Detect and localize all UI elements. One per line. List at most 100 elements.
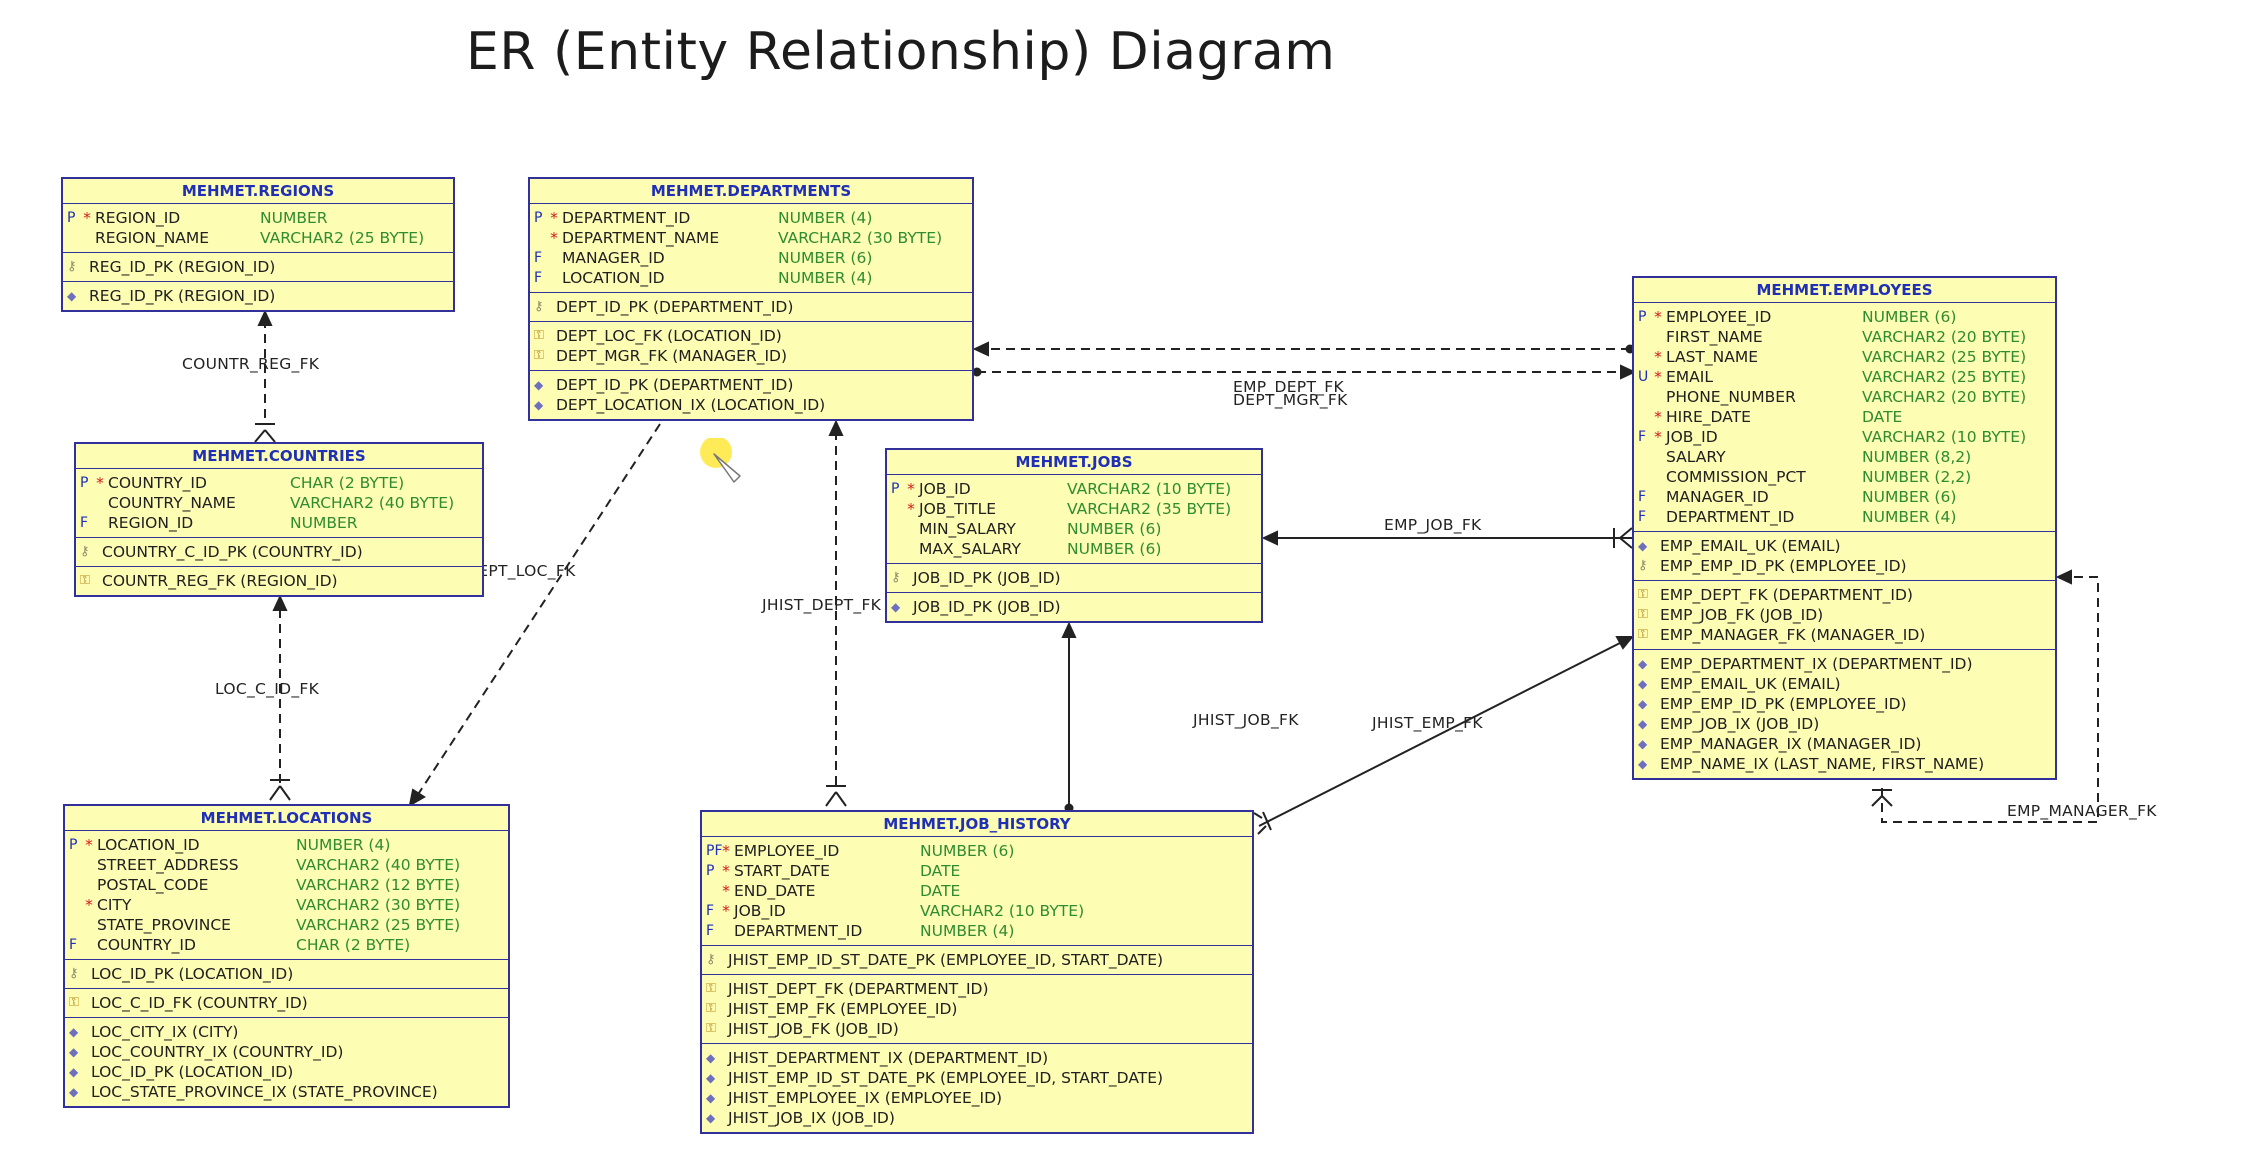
column-type: NUMBER (6) (1862, 488, 1957, 506)
fk-text: JHIST_EMP_FK (EMPLOYEE_ID) (728, 1000, 958, 1018)
column-type: VARCHAR2 (10 BYTE) (1067, 480, 1232, 498)
fk-section: ⚿COUNTR_REG_FK (REGION_ID) (76, 567, 482, 595)
index-text: EMP_MANAGER_IX (MANAGER_ID) (1660, 735, 1922, 753)
column-type: VARCHAR2 (40 BYTE) (296, 856, 461, 874)
column-flag: P (706, 863, 715, 879)
column-flag (887, 519, 903, 539)
jhist-emp-fk-line (1258, 642, 1621, 827)
column-flag: U (1638, 369, 1649, 385)
pk-section: ⚷JOB_ID_PK (JOB_ID) (887, 564, 1261, 593)
column-flag: F (80, 515, 89, 531)
pk-row: ⚷EMP_EMP_ID_PK (EMPLOYEE_ID) (1634, 556, 2055, 576)
fk-row: ⚿JHIST_EMP_FK (EMPLOYEE_ID) (702, 999, 1252, 1019)
column-flag (65, 855, 81, 875)
column-name: PHONE_NUMBER (1666, 388, 1796, 406)
foreign-key-icon: ⚿ (1638, 587, 1648, 602)
index-section: ◆LOC_CITY_IX (CITY) ◆LOC_COUNTRY_IX (COU… (65, 1018, 508, 1106)
index-text: JHIST_EMPLOYEE_IX (EMPLOYEE_ID) (728, 1089, 1003, 1107)
rel-label-dept-loc-fk: DEPT_LOC_FK (466, 562, 576, 580)
column-name: START_DATE (734, 862, 830, 880)
column-flag (1634, 347, 1650, 367)
index-diamond-icon: ◆ (891, 600, 901, 614)
pk-text: COUNTRY_C_ID_PK (COUNTRY_ID) (102, 543, 363, 561)
jhist-dept-fk-crowfoot-left (825, 791, 837, 807)
column-name: DEPARTMENT_ID (734, 922, 863, 940)
entity-header: MEHMET.COUNTRIES (76, 444, 482, 469)
entity-header: MEHMET.JOBS (887, 450, 1261, 475)
fk-row: ⚿EMP_JOB_FK (JOB_ID) (1634, 605, 2055, 625)
column-name: POSTAL_CODE (97, 876, 209, 894)
column-type: VARCHAR2 (25 BYTE) (1862, 368, 2027, 386)
column-type: VARCHAR2 (30 BYTE) (296, 896, 461, 914)
index-text: EMP_EMP_ID_PK (EMPLOYEE_ID) (1660, 695, 1907, 713)
loc-c-id-fk-arrow (272, 594, 288, 611)
index-text: EMP_NAME_IX (LAST_NAME, FIRST_NAME) (1660, 755, 1985, 773)
index-row: ◆LOC_CITY_IX (CITY) (65, 1022, 508, 1042)
index-row: ◆JHIST_EMP_ID_ST_DATE_PK (EMPLOYEE_ID, S… (702, 1068, 1252, 1088)
column-type: NUMBER (290, 514, 358, 532)
index-diamond-icon: ◆ (706, 1051, 716, 1065)
column-type: CHAR (2 BYTE) (290, 474, 405, 492)
required-marker (718, 921, 734, 941)
required-marker (1650, 487, 1666, 507)
column-name: MANAGER_ID (562, 249, 665, 267)
index-row: ◆DEPT_ID_PK (DEPARTMENT_ID) (530, 375, 972, 395)
emp-dept-fk-arrow (972, 341, 989, 357)
pk-section: ⚷ COUNTRY_C_ID_PK (COUNTRY_ID) (76, 538, 482, 567)
pk-row: ⚷REG_ID_PK (REGION_ID) (63, 257, 453, 277)
column-flag: F (534, 270, 543, 286)
required-marker (1650, 447, 1666, 467)
index-text: LOC_ID_PK (LOCATION_ID) (91, 1063, 294, 1081)
column-name: EMPLOYEE_ID (734, 842, 840, 860)
fk-text: JHIST_JOB_FK (JOB_ID) (728, 1020, 899, 1038)
column-flag: P (67, 210, 76, 226)
index-section: ◆REG_ID_PK (REGION_ID) (63, 282, 453, 310)
key-icon: ⚷ (80, 544, 90, 559)
column-flag (65, 875, 81, 895)
key-icon: ⚷ (891, 570, 901, 585)
column-flag (1634, 327, 1650, 347)
index-section: ◆JHIST_DEPARTMENT_IX (DEPARTMENT_ID) ◆JH… (702, 1044, 1252, 1132)
column-type: NUMBER (6) (1862, 308, 1957, 326)
entity-header: MEHMET.JOB_HISTORY (702, 812, 1252, 837)
column-flag (1634, 447, 1650, 467)
index-text: JHIST_EMP_ID_ST_DATE_PK (EMPLOYEE_ID, ST… (728, 1069, 1164, 1087)
fk-section: ⚿DEPT_LOC_FK (LOCATION_ID) ⚿DEPT_MGR_FK … (530, 322, 972, 371)
column-flag (76, 493, 92, 513)
column-type: NUMBER (4) (920, 922, 1015, 940)
index-row: ◆DEPT_LOCATION_IX (LOCATION_ID) (530, 395, 972, 415)
emp-job-fk-arrow (1261, 530, 1278, 546)
column-name: HIRE_DATE (1666, 408, 1751, 426)
index-diamond-icon: ◆ (69, 1085, 79, 1099)
column-name: DEPARTMENT_ID (562, 209, 691, 227)
pk-row: ⚷JOB_ID_PK (JOB_ID) (887, 568, 1261, 588)
required-marker: * (1654, 368, 1662, 386)
column-type: NUMBER (4) (778, 269, 873, 287)
index-section: ◆DEPT_ID_PK (DEPARTMENT_ID) ◆DEPT_LOCATI… (530, 371, 972, 419)
index-row: ◆LOC_ID_PK (LOCATION_ID) (65, 1062, 508, 1082)
index-diamond-icon: ◆ (69, 1045, 79, 1059)
required-marker (903, 539, 919, 559)
column-name: LOCATION_ID (97, 836, 200, 854)
required-marker: * (722, 902, 730, 920)
column-name: EMPLOYEE_ID (1666, 308, 1772, 326)
column-flag: P (1638, 309, 1647, 325)
